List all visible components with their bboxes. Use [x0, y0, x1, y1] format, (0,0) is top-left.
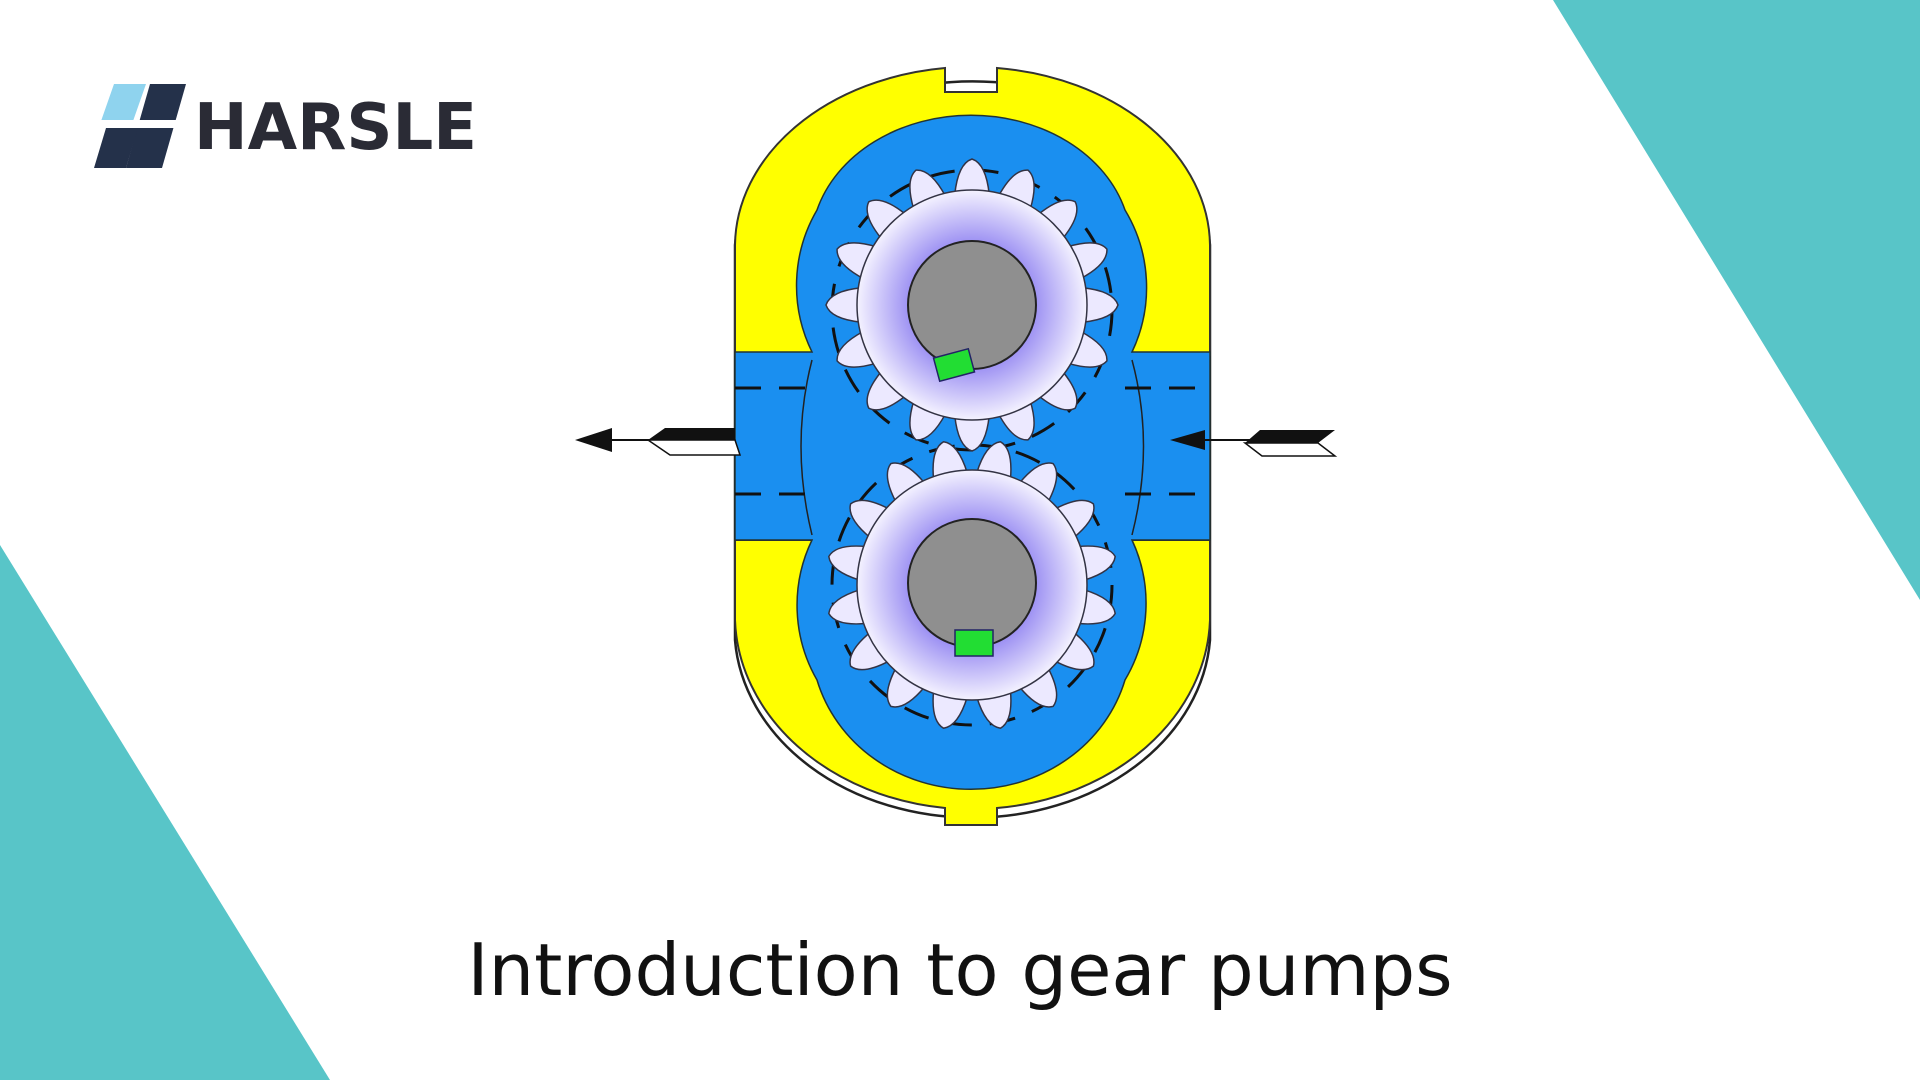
gear-pump-diagram	[575, 66, 1338, 826]
gear-teeth	[828, 441, 1116, 729]
harsle-h-logo-icon	[94, 84, 186, 168]
upper-shaft-key	[932, 347, 976, 383]
lower-shaft-key	[954, 629, 994, 657]
upper-shaft	[907, 240, 1037, 370]
slide-title: Introduction to gear pumps	[467, 928, 1453, 1012]
teal-triangle-bottom-left	[0, 545, 330, 1080]
gear-teeth	[825, 158, 1119, 452]
brand-logo[interactable]: HARSLE	[92, 80, 477, 172]
inlet-arrow	[1170, 430, 1338, 457]
outlet-arrow	[575, 428, 742, 456]
lower-shaft	[907, 518, 1037, 648]
brand-name: HARSLE	[194, 91, 477, 165]
teal-triangle-top-right	[1553, 0, 1920, 600]
